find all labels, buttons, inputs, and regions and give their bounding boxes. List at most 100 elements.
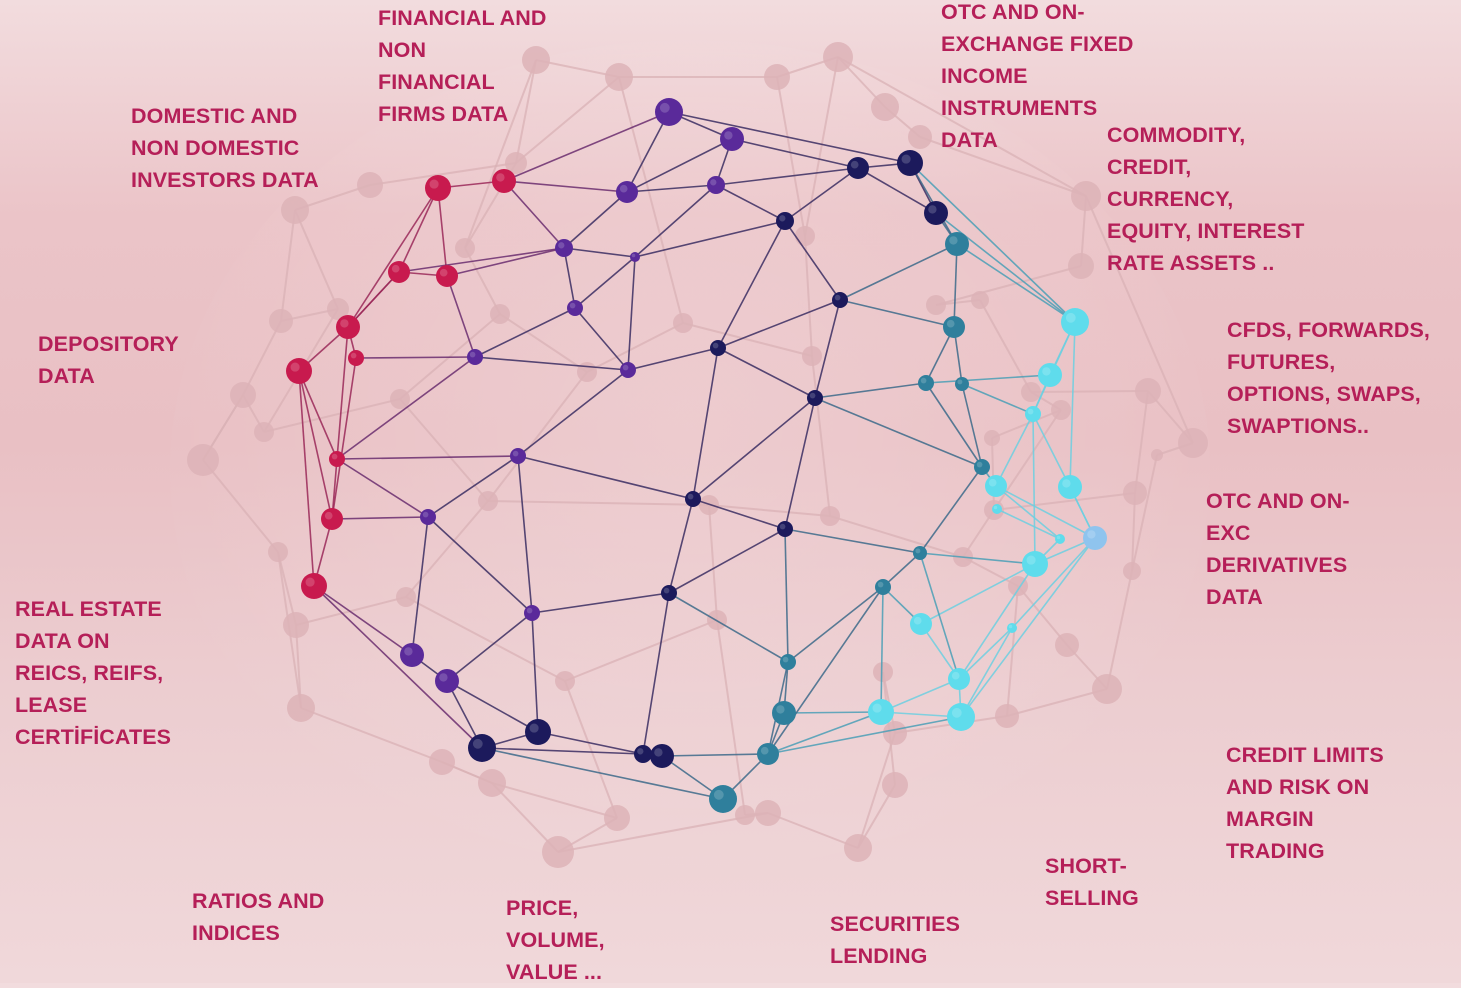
background-node — [327, 298, 349, 320]
background-node — [873, 662, 893, 682]
network-edge — [437, 187, 448, 277]
label-commodity-assets: COMMODITY, CREDIT, CURRENCY, EQUITY, INT… — [1107, 123, 1305, 275]
network-edge — [481, 747, 644, 755]
background-node — [230, 382, 256, 408]
node-highlight — [558, 242, 565, 249]
network-edge — [355, 356, 476, 359]
network-node — [707, 176, 725, 194]
network-edge — [995, 485, 1096, 539]
background-edge — [564, 680, 618, 819]
network-edge — [995, 413, 1034, 487]
background-node — [871, 93, 899, 121]
background-node — [820, 506, 840, 526]
node-highlight — [1027, 408, 1034, 415]
network-node — [1055, 534, 1065, 544]
network-edge — [1032, 413, 1036, 565]
node-highlight — [1008, 624, 1013, 629]
network-edge — [474, 356, 629, 371]
node-highlight — [422, 511, 429, 518]
background-node — [478, 491, 498, 511]
background-node — [429, 749, 455, 775]
network-edge — [661, 753, 769, 757]
network-edge — [787, 586, 884, 663]
network-node — [634, 745, 652, 763]
background-edge — [708, 504, 718, 621]
node-highlight — [290, 362, 300, 372]
background-edge — [991, 437, 995, 511]
network-node — [776, 212, 794, 230]
background-edge — [935, 265, 1082, 306]
network-edge — [634, 220, 786, 258]
node-highlight — [850, 160, 859, 169]
network-edge — [563, 191, 628, 249]
network-edge — [517, 369, 629, 457]
node-highlight — [872, 703, 882, 713]
network-edge — [627, 256, 636, 371]
network-edge — [331, 357, 357, 520]
background-node — [269, 309, 293, 333]
network-edge — [668, 498, 694, 594]
background-edge — [1030, 390, 1149, 393]
network-edge — [336, 326, 349, 460]
background-edge — [708, 504, 831, 517]
node-highlight — [659, 102, 670, 113]
background-edge — [991, 409, 1062, 439]
node-highlight — [779, 215, 786, 222]
network-edge — [411, 516, 429, 656]
sphere-glow — [170, 40, 1210, 900]
network-edge — [925, 382, 983, 468]
label-derivative-instruments: CFDS, FORWARDS, FUTURES, OPTIONS, SWAPS,… — [1227, 318, 1430, 438]
node-highlight — [776, 705, 785, 714]
node-highlight — [391, 264, 400, 273]
network-edge — [715, 184, 786, 222]
node-highlight — [687, 493, 694, 500]
network-node — [757, 743, 779, 765]
background-node — [1092, 674, 1122, 704]
network-node — [400, 643, 424, 667]
network-node — [555, 239, 573, 257]
network-edge — [731, 138, 859, 169]
network-edge — [919, 552, 1036, 565]
node-highlight — [946, 319, 955, 328]
network-node — [974, 459, 990, 475]
network-edge — [958, 563, 1036, 680]
background-node — [882, 772, 908, 798]
node-highlight — [809, 392, 816, 399]
network-edge — [919, 466, 983, 554]
network-node — [1022, 551, 1048, 577]
network-node — [655, 98, 683, 126]
background-edge — [294, 209, 339, 310]
network-node — [947, 703, 975, 731]
node-highlight — [496, 173, 505, 182]
background-edge — [811, 355, 831, 517]
node-highlight — [529, 723, 539, 733]
node-highlight — [439, 673, 448, 682]
network-node — [832, 292, 848, 308]
node-highlight — [949, 236, 958, 245]
background-edge — [487, 500, 710, 506]
network-node — [1061, 308, 1089, 336]
network-node — [301, 573, 327, 599]
background-node — [287, 694, 315, 722]
background-node — [802, 346, 822, 366]
network-node — [780, 654, 796, 670]
background-edge — [535, 59, 620, 78]
network-node — [525, 719, 551, 745]
node-highlight — [951, 707, 962, 718]
background-edge — [491, 782, 618, 819]
network-node — [336, 315, 360, 339]
network-edge — [517, 455, 533, 614]
node-highlight — [901, 154, 911, 164]
network-node — [1058, 475, 1082, 499]
network-edge — [767, 586, 884, 755]
network-edge — [574, 307, 629, 371]
background-edge — [829, 515, 964, 558]
node-highlight — [631, 253, 636, 258]
network-edge — [839, 299, 955, 328]
network-node — [913, 546, 927, 560]
network-node — [650, 744, 674, 768]
network-node — [630, 252, 640, 262]
node-highlight — [331, 453, 338, 460]
